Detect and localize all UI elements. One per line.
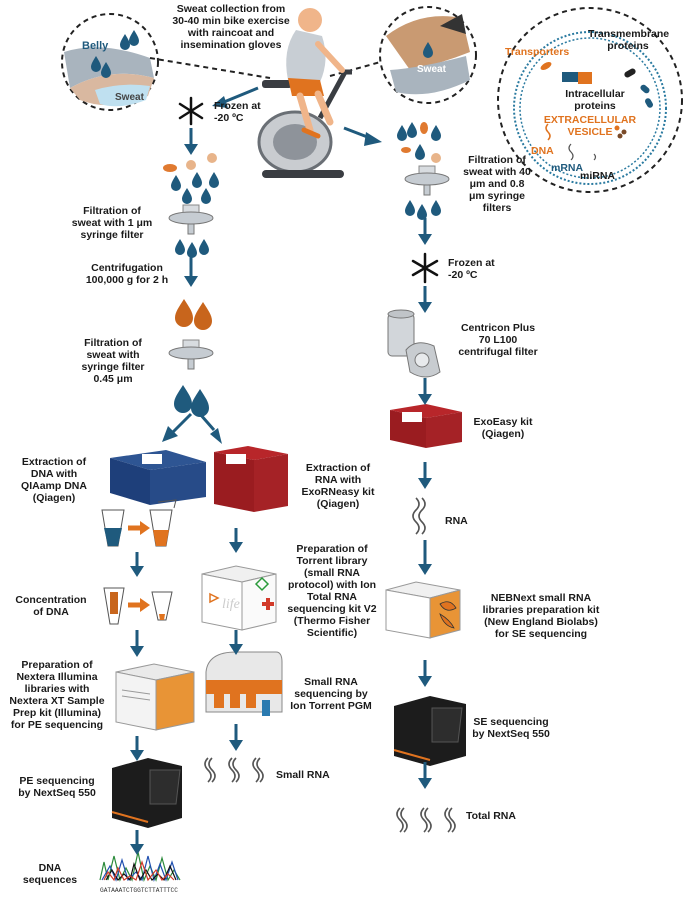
- drops-after-40um: [405, 200, 441, 220]
- label-se-sequencing: SE sequencing by NextSeq 550: [472, 716, 550, 740]
- label-centricon: Centricon Plus 70 L100 centrifugal filte…: [458, 322, 538, 358]
- label-mrna: mRNA: [551, 162, 584, 174]
- blue-drops-filtered: [174, 385, 209, 417]
- label-filtration-045: Filtration of sweat with syringe filter …: [81, 337, 145, 385]
- label-extraction-dna: Extraction of DNA with QIAamp DNA (Qiage…: [21, 456, 87, 504]
- syringe-filter-045: [168, 339, 214, 370]
- centricon-filter: [387, 309, 441, 378]
- label-filtration-1um: Filtration of sweat with 1 μm syringe fi…: [71, 205, 153, 241]
- flow-arrows: [130, 86, 432, 855]
- rna-glyph: [412, 497, 426, 535]
- label-dna-vesicle: DNA: [531, 145, 554, 157]
- label-sweat-collection: Sweat collection from 30-40 min bike exe…: [172, 3, 290, 51]
- dashed-connector-left: [149, 57, 271, 79]
- belly-zoom-circle: [61, 13, 159, 111]
- extracellular-vesicle-circle: [497, 7, 683, 193]
- tube-concentration-before: [103, 587, 125, 625]
- orange-arrow-concentration: [128, 598, 150, 612]
- label-rna: RNA: [445, 515, 468, 527]
- label-sweat-belly: Sweat: [115, 92, 144, 103]
- label-frozen-right: Frozen at -20 ºC: [448, 257, 495, 281]
- label-dna-sequences: DNA sequences: [22, 862, 78, 886]
- label-prep-torrent: Preparation of Torrent library (small RN…: [287, 543, 377, 639]
- label-small-rna-sequencing: Small RNA sequencing by Ion Torrent PGM: [290, 676, 372, 712]
- label-nebnext: NEBNext small RNA libraries preparation …: [482, 592, 600, 640]
- label-frozen-left: Frozen at -20 ºC: [214, 100, 261, 124]
- nextseq-550-left: [111, 758, 182, 828]
- label-concentration-dna: Concentration of DNA: [15, 594, 87, 618]
- label-extracellular-vesicle: EXTRACELLULAR VESICLE: [543, 114, 637, 138]
- sweat-drops-mixed-right: [397, 122, 441, 163]
- tube-dna-after: [149, 499, 177, 547]
- label-intracellular-proteins: Intracellular proteins: [565, 88, 625, 112]
- nextseq-550-right: [393, 696, 466, 766]
- ion-torrent-pgm: [205, 651, 283, 716]
- total-rna-glyphs: [396, 807, 456, 833]
- qiaamp-dna-kit-box: [110, 450, 206, 505]
- syringe-filter-1um: [168, 204, 214, 235]
- label-small-rna: Small RNA: [276, 769, 330, 781]
- label-exoeasy: ExoEasy kit (Qiagen): [473, 416, 533, 440]
- nextera-kit-box: [115, 663, 195, 731]
- small-rna-glyphs: [204, 757, 264, 783]
- label-filtration-40um: Filtration of sweat with 40 μm and 0.8 μ…: [463, 154, 531, 214]
- tube-dna-before: [101, 509, 125, 547]
- dna-sequence-text: GATAAATCTGGTCTTATTTCC: [100, 887, 178, 894]
- snowflake-icon-left: [178, 96, 204, 126]
- sweat-zoom-circle: [379, 6, 477, 104]
- orange-arrow-extraction: [128, 521, 150, 535]
- label-extraction-rna: Extraction of RNA with ExoRNeasy kit (Qi…: [301, 462, 375, 510]
- cyclist-exercise-bike: [257, 8, 352, 178]
- nebnext-kit-box: [385, 581, 461, 639]
- drops-after-1um: [175, 239, 209, 258]
- label-transmembrane-proteins: Transmembrane proteins: [588, 28, 670, 52]
- label-prep-nextera: Preparation of Nextera Illumina librarie…: [9, 659, 105, 731]
- exornaeasy-kit-box: [214, 446, 288, 512]
- syringe-filter-40um: [404, 165, 450, 196]
- label-belly: Belly: [82, 40, 109, 52]
- label-sweat-arm: Sweat: [417, 64, 446, 75]
- label-mirna: miRNA: [580, 170, 616, 182]
- snowflake-icon-right: [411, 252, 439, 284]
- exoeasy-kit-box: [390, 404, 462, 448]
- ion-total-rna-kit-box: life: [201, 565, 277, 631]
- orange-drops-centrifuged: [175, 299, 212, 330]
- label-centrifugation: Centrifugation 100,000 g for 2 h: [85, 262, 169, 286]
- label-pe-sequencing: PE sequencing by NextSeq 550: [18, 775, 96, 799]
- tube-concentration-after: [151, 591, 173, 621]
- label-total-rna: Total RNA: [466, 810, 516, 822]
- svg-text:life: life: [222, 597, 240, 612]
- dna-chromatogram: [99, 851, 181, 883]
- label-transporters: Transporters: [505, 46, 570, 58]
- sweat-drops-mixed-left: [163, 153, 219, 204]
